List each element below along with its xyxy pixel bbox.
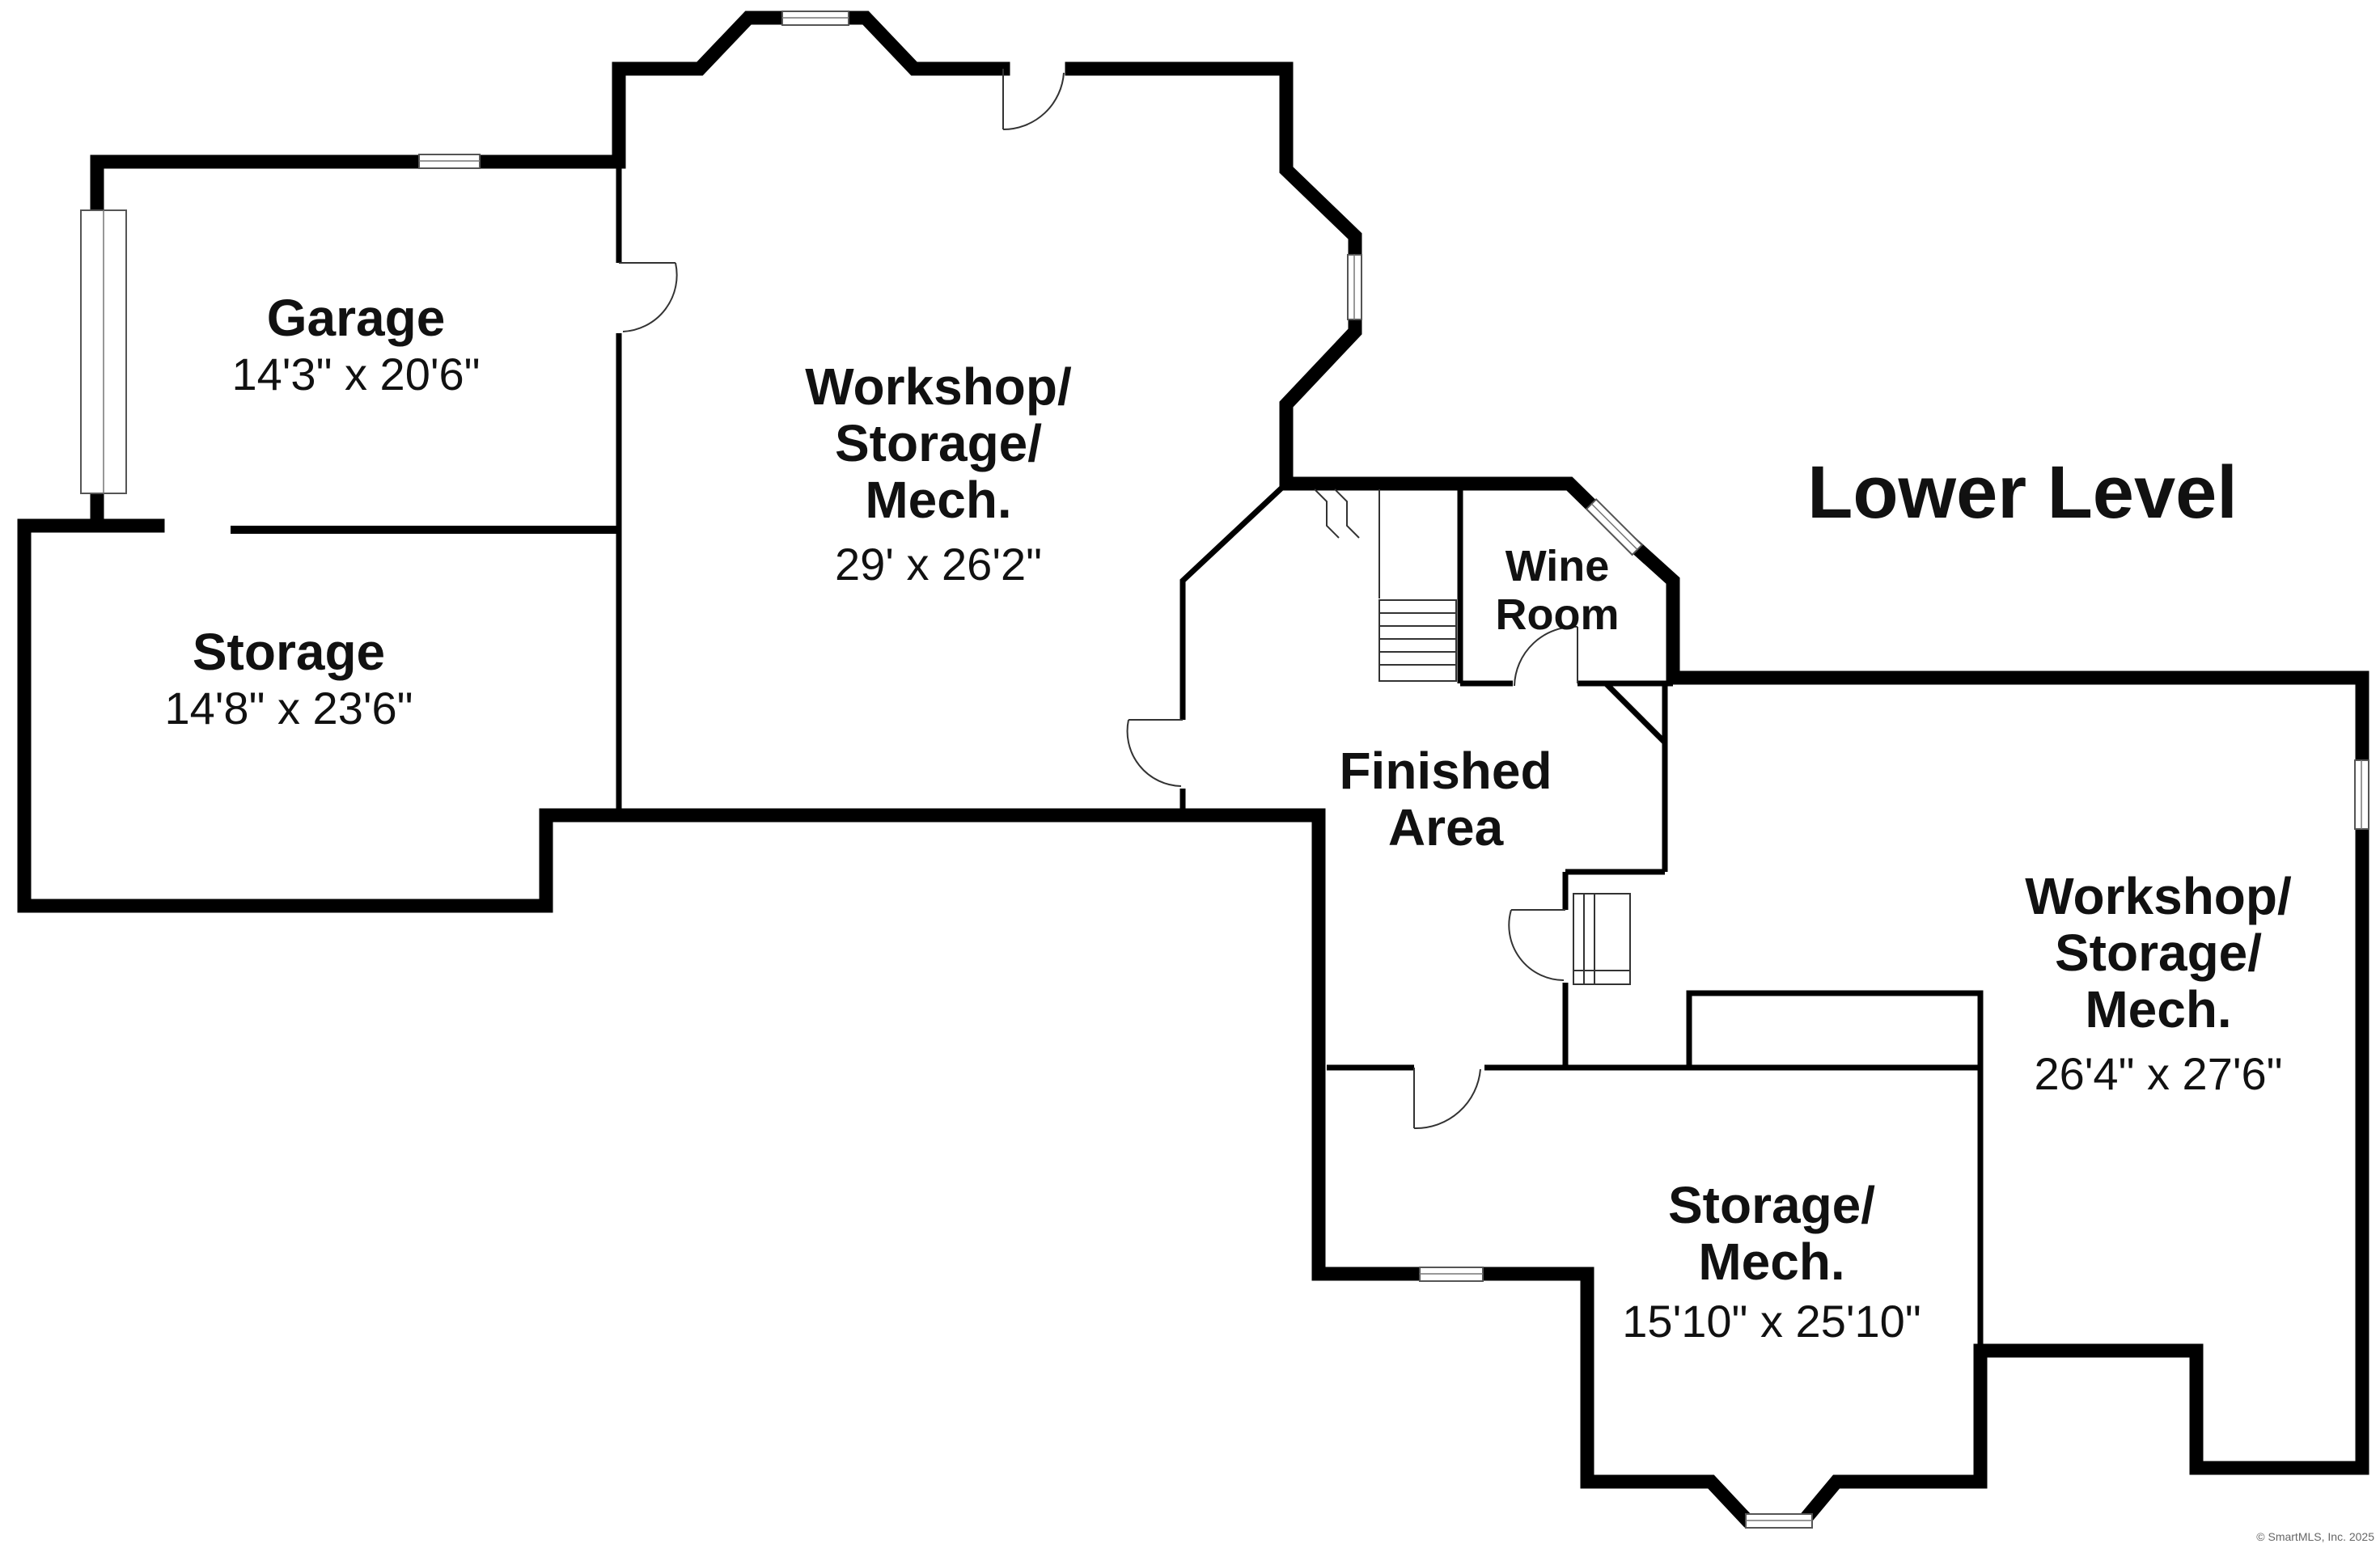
window-icon	[781, 11, 849, 26]
room-name: Storage/	[2055, 924, 2262, 982]
windows	[80, 11, 2369, 1529]
door-icon	[1508, 909, 1565, 981]
wall-mech-closet	[1686, 990, 1984, 1351]
window-icon	[2354, 759, 2369, 830]
room-name: Room	[1496, 590, 1620, 639]
door-icon	[1126, 719, 1183, 787]
room-dimensions: 29' x 26'2"	[835, 539, 1042, 590]
room-name: Workshop/	[805, 357, 1072, 416]
level-title: Lower Level	[1807, 451, 2238, 534]
staircase-icon	[1314, 489, 1457, 682]
window-icon	[1419, 1267, 1484, 1282]
window-icon	[1585, 497, 1644, 556]
room-dimensions: 15'10" x 25'10"	[1622, 1296, 1921, 1347]
door-icon	[1413, 1068, 1481, 1130]
window-icon	[1347, 254, 1362, 320]
room-name: Garage	[267, 289, 446, 347]
room-name: Workshop/	[2025, 867, 2292, 925]
room-name: Mech.	[1698, 1233, 1844, 1291]
room-dimensions: 26'4" x 27'6"	[2034, 1048, 2282, 1099]
room-name: Area	[1388, 798, 1504, 856]
door-icon	[1002, 69, 1065, 131]
room-dimensions: 14'8" x 23'6"	[164, 683, 413, 734]
room-name: Mech.	[2085, 980, 2231, 1038]
room-labels: Garage 14'3" x 20'6" Storage 14'8" x 23'…	[164, 289, 2292, 1347]
wall-storage-west	[17, 518, 1427, 1281]
room-name: Mech.	[865, 471, 1011, 529]
door-icon	[619, 262, 678, 332]
room-name: Storage/	[835, 414, 1042, 472]
room-name: Finished	[1339, 742, 1552, 800]
entry-steps-icon	[1573, 893, 1631, 985]
room-name: Storage	[193, 623, 385, 681]
window-icon	[80, 209, 127, 494]
window-icon	[1745, 1513, 1813, 1529]
doors	[619, 69, 1578, 1130]
wall-finished-diag	[1603, 681, 1667, 745]
interior-walls	[616, 162, 1984, 1351]
exterior-walls	[17, 11, 2369, 1528]
copyright-notice: © SmartMLS, Inc. 2025	[2256, 1530, 2374, 1543]
room-dimensions: 14'3" x 20'6"	[231, 349, 480, 400]
window-icon	[418, 154, 481, 169]
room-name: Storage/	[1668, 1176, 1875, 1234]
wall-finished-west	[1179, 481, 1289, 720]
room-name: Wine	[1505, 542, 1610, 590]
door-icon	[1514, 625, 1578, 687]
